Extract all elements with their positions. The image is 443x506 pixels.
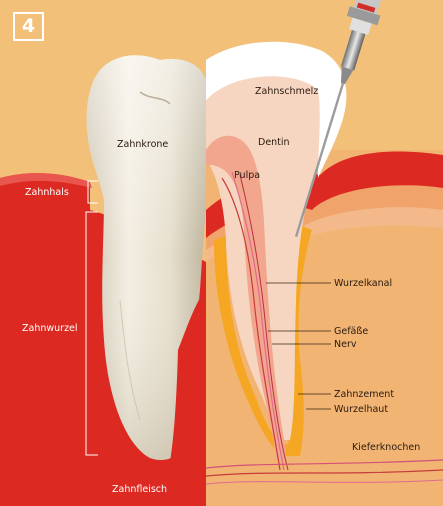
label-gefaesse: Gefäße — [334, 326, 368, 337]
label-zahnwurzel: Zahnwurzel — [22, 323, 78, 334]
label-nerv: Nerv — [334, 339, 356, 350]
label-kieferknochen: Kieferknochen — [352, 442, 420, 453]
label-zahnkrone: Zahnkrone — [117, 139, 168, 150]
panel-number: 4 — [13, 12, 44, 41]
label-wurzelhaut: Wurzelhaut — [334, 404, 388, 415]
label-zahnzement: Zahnzement — [334, 389, 394, 400]
label-zahnhals: Zahnhals — [25, 187, 69, 198]
label-wurzelkanal: Wurzelkanal — [334, 278, 392, 289]
label-dentin: Dentin — [258, 137, 290, 148]
label-zahnfleisch: Zahnfleisch — [112, 484, 167, 495]
label-pulpa: Pulpa — [234, 170, 260, 181]
label-zahnschmelz: Zahnschmelz — [255, 86, 318, 97]
